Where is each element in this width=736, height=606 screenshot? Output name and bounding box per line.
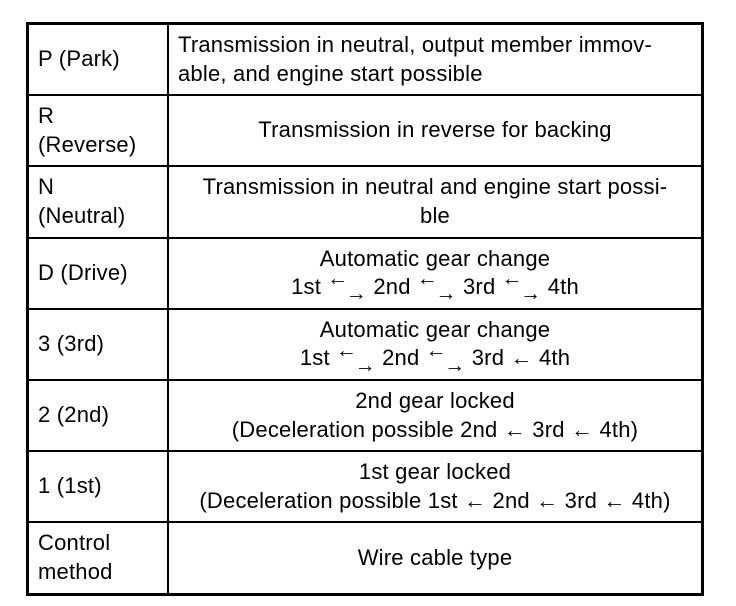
gear-description-line: Transmission in neutral and engine start… — [202, 174, 668, 200]
gear-position-label: (Reverse) — [38, 131, 137, 157]
gear-position-cell: R(Reverse) — [26, 94, 169, 168]
gear-position-label: P (Park) — [38, 46, 120, 72]
upshift-left-arrow-icon: ← — [336, 338, 358, 362]
shift-both-ways-arrows-icon: ←→ — [327, 267, 368, 306]
gear-position-label: Control — [38, 530, 111, 556]
downshift-right-arrow-icon: → — [354, 353, 376, 377]
table-row: P (Park) Transmission in neutral, output… — [26, 22, 704, 97]
gear-description-cell: Transmission in reverse for backing — [167, 94, 704, 168]
upshift-left-arrow-icon: ← — [327, 267, 349, 291]
table-row: R(Reverse) Transmission in reverse for b… — [26, 94, 704, 168]
gear-position-cell: 1 (1st) — [26, 450, 169, 524]
gear-table-body: P (Park) Transmission in neutral, output… — [26, 22, 704, 595]
gear-description-line: ble — [420, 202, 450, 228]
upshift-left-arrow-icon: ← — [416, 267, 439, 291]
downshift-right-arrow-icon: → — [435, 282, 457, 306]
gear-position-label: 2 (2nd) — [38, 402, 110, 428]
gear-description-cell: 1st gear locked(Deceleration possible 1s… — [167, 450, 704, 524]
downshift-right-arrow-icon: → — [345, 282, 368, 306]
gear-position-label: 3 (3rd) — [38, 331, 105, 357]
gear-position-cell: P (Park) — [26, 22, 169, 97]
gear-description-line: Wire cable type — [357, 544, 513, 570]
gear-position-label: R — [38, 103, 55, 129]
gear-description-line: 1st ←→ 2nd ←→ 3rd ← 4th — [299, 338, 571, 377]
gear-description-line: (Deceleration possible 1st ← 2nd ← 3rd ←… — [199, 487, 671, 513]
upshift-left-arrow-icon: ← — [501, 267, 523, 291]
gear-position-table: P (Park) Transmission in neutral, output… — [26, 22, 704, 596]
gear-description-line: able, and engine start possible — [178, 60, 483, 86]
gear-description-line: Transmission in reverse for backing — [258, 117, 612, 143]
shift-both-ways-arrows-icon: ←→ — [502, 267, 542, 306]
gear-description-cell: Transmission in neutral, output member i… — [167, 22, 704, 97]
gear-description-cell: 2nd gear locked (Deceleration possible 2n… — [167, 378, 704, 453]
table-row: 2 (2nd) 2nd gear locked (Deceleration pos… — [26, 378, 704, 453]
gear-description-line: (Deceleration possible 2nd ← 3rd ← 4th) — [231, 416, 639, 442]
shift-both-ways-arrows-icon: ←→ — [417, 267, 457, 306]
gear-description-cell: Wire cable type — [167, 521, 704, 595]
gear-position-cell: 3 (3rd) — [26, 307, 169, 381]
gear-position-label: (Neutral) — [38, 202, 126, 228]
gear-description-line: Automatic gear change — [319, 316, 551, 342]
gear-description-line: 1st ←→ 2nd ←→ 3rd ←→ 4th — [291, 267, 579, 306]
gear-position-cell: N(Neutral) — [26, 165, 169, 239]
downshift-right-arrow-icon: → — [444, 353, 466, 377]
table-row: 1 (1st) 1st gear locked(Deceleration pos… — [26, 450, 704, 524]
gear-position-label: 1 (1st) — [38, 473, 102, 499]
gear-position-label: method — [38, 558, 113, 584]
gear-position-cell: D (Drive) — [26, 236, 169, 310]
gear-position-cell: 2 (2nd) — [26, 378, 169, 453]
shift-both-ways-arrows-icon: ←→ — [426, 339, 466, 377]
gear-position-label: N — [38, 174, 55, 200]
table-row: N(Neutral) Transmission in neutral and e… — [26, 165, 704, 239]
gear-position-label: D (Drive) — [38, 259, 128, 285]
gear-description-line: Transmission in neutral, output member i… — [178, 32, 653, 57]
upshift-left-arrow-icon: ← — [425, 338, 447, 362]
gear-description-line: 1st gear locked — [358, 459, 512, 485]
gear-description-line: 2nd gear locked — [355, 387, 515, 413]
downshift-right-arrow-icon: → — [520, 282, 542, 306]
shift-both-ways-arrows-icon: ←→ — [336, 339, 376, 377]
gear-description-cell: Transmission in neutral and engine start… — [167, 165, 704, 239]
gear-description-line: Automatic gear change — [319, 245, 551, 271]
